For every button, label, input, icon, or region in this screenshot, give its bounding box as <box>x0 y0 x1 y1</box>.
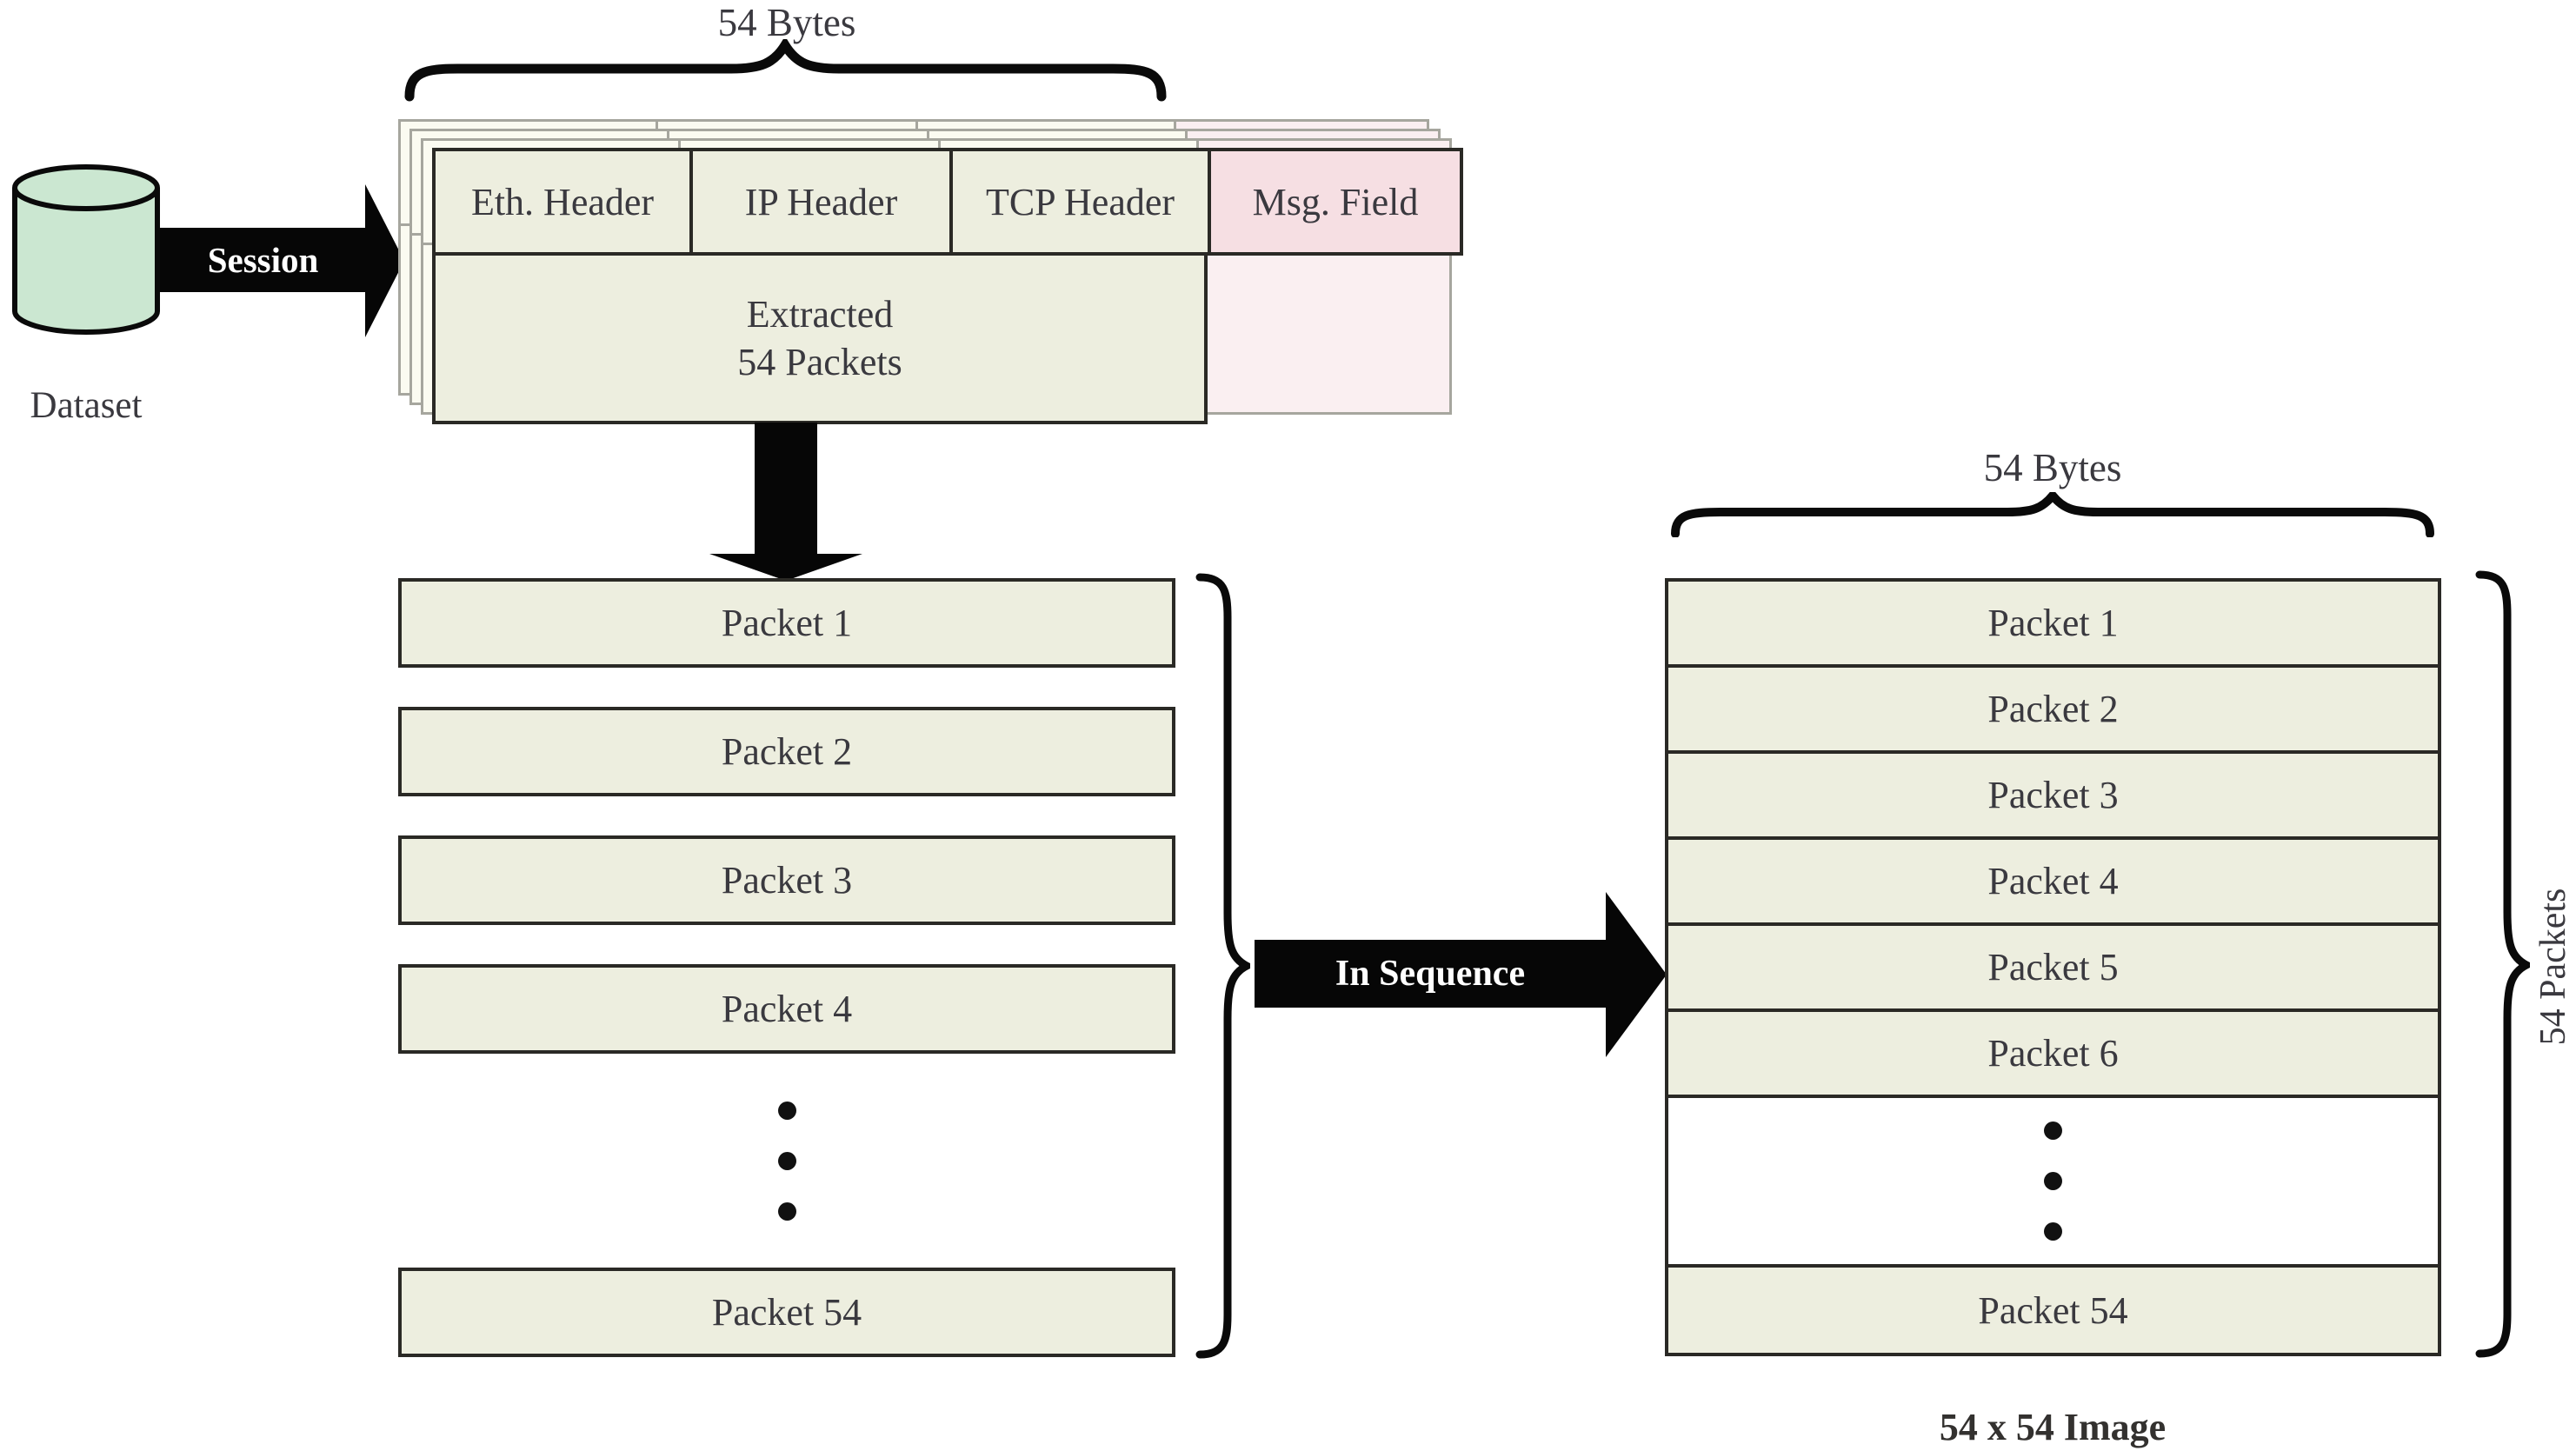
left-ellipsis-dots <box>398 1057 1175 1264</box>
right-packet-row: Packet 2 <box>1668 668 2438 754</box>
dot-icon <box>777 1201 796 1221</box>
right-packet-row: Packet 4 <box>1668 840 2438 926</box>
bytes-brace-label-right: 54 Bytes <box>1983 446 2122 489</box>
session-arrow-label: Session <box>207 240 319 280</box>
in-sequence-arrow-label: In Sequence <box>1335 954 1526 994</box>
image-panel: Packet 1 Packet 2 Packet 3 Packet 4 Pack… <box>1665 578 2441 1356</box>
left-packet-row: Packet 4 <box>398 964 1175 1054</box>
brace-54-packets-icon <box>2475 570 2530 1358</box>
eth-header-cell: Eth. Header <box>436 151 689 252</box>
tcp-header-cell: TCP Header <box>949 151 1208 252</box>
packet-header-strip: Eth. Header IP Header TCP Header Msg. Fi… <box>432 148 1463 256</box>
right-packet-row-last: Packet 54 <box>1668 1264 2438 1353</box>
right-packet-row: Packet 3 <box>1668 754 2438 840</box>
extracted-line1: Extracted <box>746 293 894 336</box>
brace-54-bytes-right-icon <box>1671 492 2434 537</box>
bytes-brace-label-left: 54 Bytes <box>717 1 856 44</box>
in-sequence-arrow-head-icon <box>1606 892 1667 1057</box>
extracted-packets-box: Extracted 54 Packets <box>432 256 1208 424</box>
dataset-label: Dataset <box>30 385 143 426</box>
session-arrow: Session <box>160 228 366 292</box>
dot-icon <box>777 1101 796 1120</box>
dot-icon <box>2044 1122 2062 1140</box>
dot-icon <box>777 1151 796 1170</box>
dot-icon <box>2044 1172 2062 1190</box>
image-caption: 54 x 54 Image <box>1939 1406 2167 1448</box>
in-sequence-arrow: In Sequence <box>1255 940 1606 1008</box>
packets-brace-label: 54 Packets <box>2533 888 2573 1046</box>
session-arrow-head-icon <box>365 184 404 337</box>
down-arrow-head-icon <box>709 554 862 581</box>
right-packet-row: Packet 1 <box>1668 582 2438 668</box>
ip-header-cell: IP Header <box>689 151 949 252</box>
left-packet-row: Packet 3 <box>398 835 1175 925</box>
left-packet-row: Packet 2 <box>398 707 1175 796</box>
left-packet-row: Packet 1 <box>398 578 1175 668</box>
right-packet-row: Packet 6 <box>1668 1012 2438 1098</box>
msg-field-cell: Msg. Field <box>1208 151 1460 252</box>
extracted-line2: 54 Packets <box>737 341 902 383</box>
right-packet-row: Packet 5 <box>1668 926 2438 1012</box>
database-cylinder-icon <box>12 164 160 335</box>
left-packet-row-last: Packet 54 <box>398 1268 1175 1357</box>
dot-icon <box>2044 1222 2062 1241</box>
brace-left-list-icon <box>1195 573 1250 1359</box>
down-arrow <box>755 423 817 555</box>
brace-54-bytes-left-icon <box>404 39 1167 102</box>
right-ellipsis-dots <box>1668 1098 2438 1264</box>
